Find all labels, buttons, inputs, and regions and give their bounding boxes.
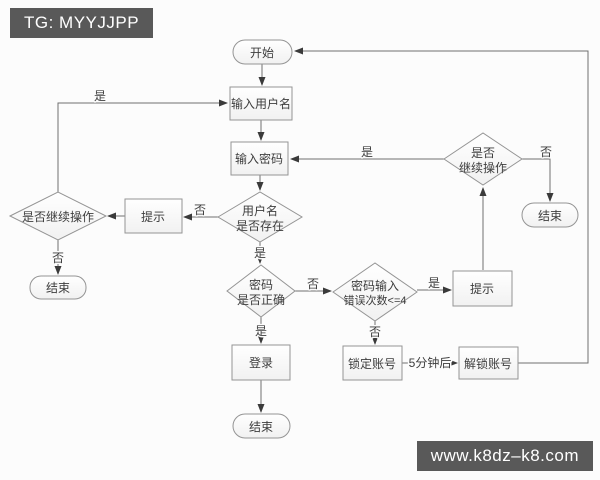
edges (54, 47, 589, 413)
edge-label-no-continue-left: 否 (52, 251, 64, 265)
edge-label-yes-continue-left: 是 (94, 89, 106, 103)
node-lock-account-label: 锁定账号 (348, 356, 396, 371)
node-prompt-right-label: 提示 (470, 281, 494, 296)
node-error-count-line1: 密码输入 (351, 278, 399, 293)
node-end-right (521, 202, 579, 228)
node-continue-right (443, 132, 523, 186)
edge-continue-right-to-end-right (522, 158, 554, 202)
node-prompt-left (124, 198, 183, 234)
edge-label-yes-continue-right: 是 (361, 145, 373, 159)
node-end-right-label: 结束 (538, 209, 562, 223)
edge-label-yes-error: 是 (428, 276, 440, 290)
node-input-password (230, 141, 289, 176)
node-end-bottom-label: 结束 (249, 420, 273, 434)
node-unlock-account-label: 解锁账号 (464, 356, 512, 371)
node-password-correct (226, 264, 296, 318)
edge-unlock-account-to-start (294, 47, 589, 364)
node-prompt-left-label: 提示 (141, 209, 165, 224)
edge-label-no-username: 否 (194, 203, 206, 217)
node-error-count-line2: 错误次数<=4 (344, 293, 407, 307)
node-end-bottom (232, 413, 291, 439)
node-password-correct-line2: 是否正确 (237, 293, 285, 307)
node-password-correct-line1: 密码 (249, 277, 273, 292)
node-unlock-account (458, 346, 519, 380)
edge-label-no-error: 否 (369, 325, 381, 339)
node-lock-account (342, 345, 403, 381)
node-end-left-label: 结束 (46, 281, 70, 295)
edge-labels: 是 否 否 是 否 是 是 否 是 否 5分钟后 (50, 88, 553, 372)
edge-label-no-password: 否 (307, 277, 319, 291)
node-continue-left-label: 是否继续操作 (22, 209, 94, 224)
node-input-password-label: 输入密码 (235, 151, 283, 166)
watermark-top-left: TG: MYYJJPP (10, 8, 154, 38)
node-username-exists-line1: 用户名 (242, 203, 278, 218)
node-start-label: 开始 (250, 46, 274, 60)
node-end-left (29, 275, 87, 300)
node-continue-right-line1: 是否 (471, 146, 495, 160)
node-continue-left (8, 191, 108, 241)
node-login (231, 344, 291, 381)
edge-label-yes-username: 是 (254, 246, 266, 260)
edge-label-yes-password: 是 (255, 324, 267, 338)
node-start (232, 39, 293, 65)
edge-label-no-continue-right: 否 (540, 145, 552, 159)
node-username-exists (217, 191, 303, 243)
edge-label-after-5min: 5分钟后 (409, 355, 452, 370)
node-input-username (229, 86, 293, 121)
node-username-exists-line2: 是否存在 (236, 219, 284, 233)
node-input-username-label: 输入用户名 (231, 96, 291, 111)
node-continue-right-line2: 继续操作 (459, 160, 507, 175)
node-login-label: 登录 (249, 355, 273, 370)
watermark-bottom-right: www.k8dz–k8.com (416, 441, 593, 471)
node-prompt-right (452, 270, 513, 307)
nodes: 开始 输入用户名 输入密码 用户名 是否存在 提示 是否继续操作 结束 密码 是… (8, 39, 579, 439)
edge-continue-left-to-input-username (57, 99, 228, 192)
node-error-count (332, 262, 418, 322)
